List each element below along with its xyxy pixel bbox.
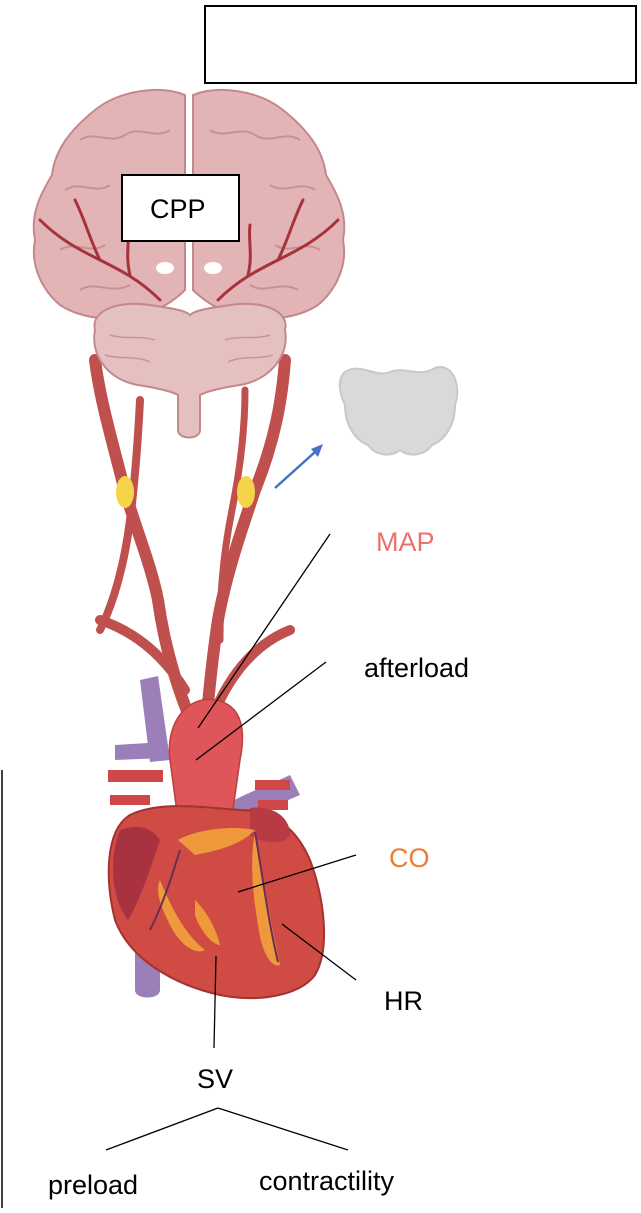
contractility-label: contractility	[259, 1168, 394, 1195]
co-label: CO	[389, 845, 430, 872]
preload-branch-line	[106, 1108, 218, 1150]
map-label: MAP	[376, 529, 435, 556]
baroreceptor-left-icon	[116, 476, 134, 508]
sv-label: SV	[197, 1066, 233, 1093]
heart-illustration	[108, 676, 324, 998]
afterload-label: afterload	[364, 655, 469, 682]
cpp-label: CPP	[150, 196, 206, 223]
baroreceptor-right-icon	[237, 476, 255, 508]
medulla-icon	[340, 367, 458, 455]
contractility-branch-line	[218, 1108, 348, 1150]
brain-illustration	[34, 90, 345, 438]
hr-label: HR	[384, 988, 423, 1015]
preload-label: preload	[48, 1172, 138, 1199]
blue-arrow-icon	[275, 444, 323, 488]
top-box	[204, 5, 637, 84]
